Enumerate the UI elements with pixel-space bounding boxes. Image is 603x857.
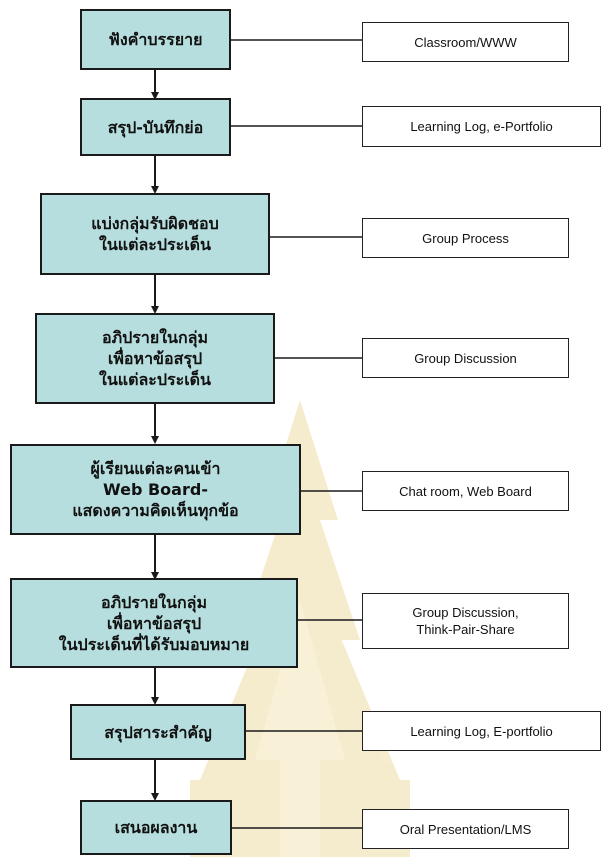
tool-box-6: Group Discussion, Think-Pair-Share (362, 593, 569, 649)
tool-box-2: Learning Log, e-Portfolio (362, 106, 601, 147)
tool-box-8: Oral Presentation/LMS (362, 809, 569, 849)
tool-box-1: Classroom/WWW (362, 22, 569, 62)
tool-box-5: Chat room, Web Board (362, 471, 569, 511)
tool-box-3: Group Process (362, 218, 569, 258)
step-box-5: ผู้เรียนแต่ละคนเข้า Web Board- แสดงความค… (10, 444, 301, 535)
step-box-4: อภิปรายในกลุ่ม เพื่อหาข้อสรุป ในแต่ละประ… (35, 313, 275, 404)
step-box-6: อภิปรายในกลุ่ม เพื่อหาข้อสรุป ในประเด็นท… (10, 578, 298, 668)
step-box-8: เสนอผลงาน (80, 800, 232, 855)
step-box-7: สรุปสาระสำคัญ (70, 704, 246, 760)
tool-box-7: Learning Log, E-portfolio (362, 711, 601, 751)
step-box-2: สรุป-บันทึกย่อ (80, 98, 231, 156)
step-box-1: ฟังคำบรรยาย (80, 9, 231, 70)
tool-box-4: Group Discussion (362, 338, 569, 378)
step-box-3: แบ่งกลุ่มรับผิดชอบ ในแต่ละประเด็น (40, 193, 270, 275)
